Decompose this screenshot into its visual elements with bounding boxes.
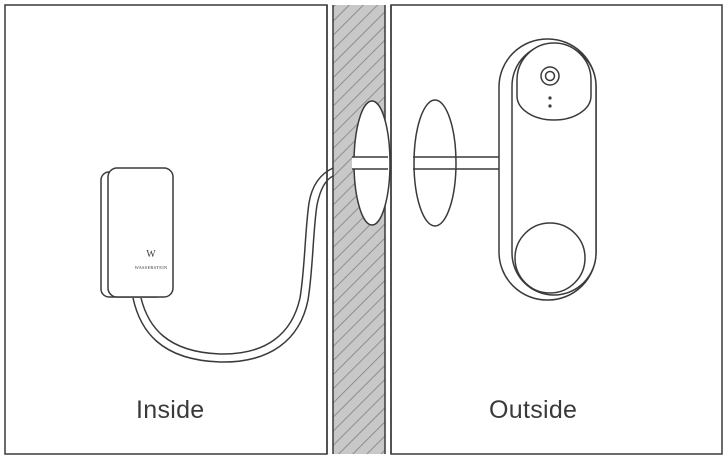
adapter-logo-letter: W <box>146 249 156 260</box>
doorbell-button <box>514 222 586 294</box>
mount-connector <box>413 99 500 227</box>
inside-label: Inside <box>136 396 205 424</box>
sensor-dot <box>548 104 552 108</box>
power-cable <box>132 167 334 363</box>
video-doorbell <box>498 38 597 301</box>
power-adapter: W WASSERSTEIN <box>100 167 174 298</box>
wall-hole <box>352 100 391 226</box>
adapter-logo-brand: WASSERSTEIN <box>135 265 168 270</box>
wall <box>326 5 392 454</box>
camera-lens-icon <box>540 66 560 86</box>
outside-label: Outside <box>489 396 578 424</box>
sensor-dot <box>548 96 552 100</box>
